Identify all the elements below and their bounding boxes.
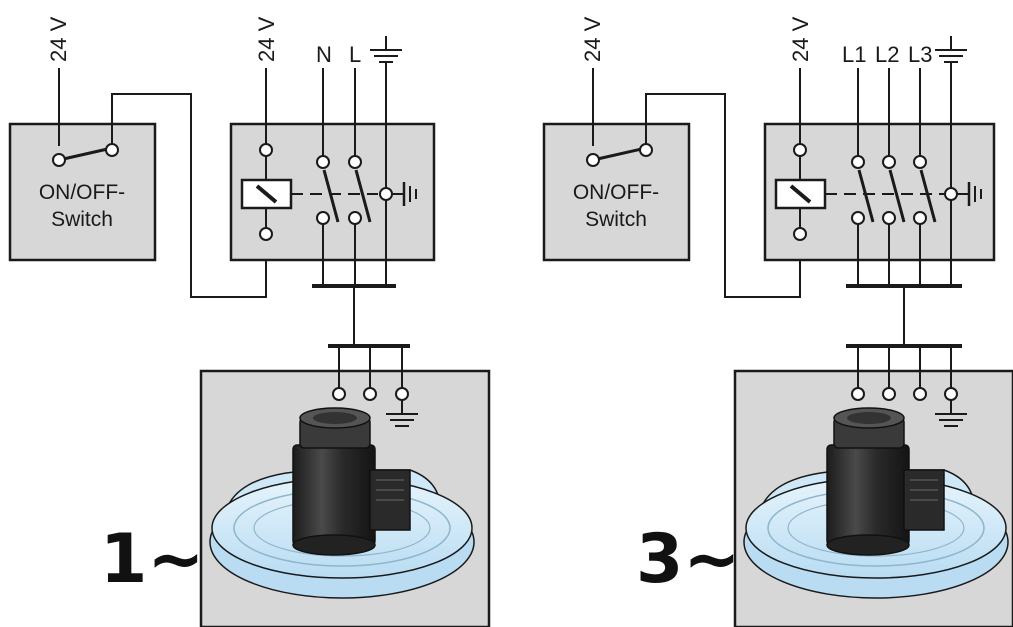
phase-label: 1~: [100, 520, 204, 599]
switch-label-line1: ON/OFF-: [573, 181, 659, 204]
line-label-l2: L2: [875, 42, 899, 67]
control-wire: [111, 93, 267, 298]
phase-label: 3~: [636, 520, 740, 599]
line-label-l: L: [349, 42, 361, 67]
three-phase-diagram: 24 V 24 V L1 L2 L3 ON/OFF- Switch: [542, 16, 1013, 627]
ground-icon: [935, 36, 967, 63]
relay-coil-icon: [240, 178, 293, 210]
line-label-l1: L1: [842, 42, 866, 67]
line-label-n: N: [316, 42, 332, 67]
on-off-switch-box: [542, 122, 691, 262]
contactor-voltage-label: 24 V: [788, 16, 813, 62]
ground-icon: [935, 400, 967, 427]
switch-label-line1: ON/OFF-: [39, 181, 125, 204]
ground-icon: [370, 36, 402, 63]
ground-icon: [386, 400, 418, 427]
switch-voltage-label: 24 V: [46, 16, 71, 62]
control-wire: [645, 93, 801, 298]
chassis-ground-icon: [957, 182, 982, 206]
contactor-voltage-label: 24 V: [254, 16, 279, 62]
on-off-switch-box: [8, 122, 157, 262]
switch-contact-icon: [52, 68, 119, 167]
line-label-l3: L3: [908, 42, 932, 67]
motor-icon: [292, 407, 411, 556]
switch-label-line2: Switch: [585, 208, 647, 231]
switch-label-line2: Switch: [51, 208, 113, 231]
motor-icon: [826, 407, 945, 556]
relay-coil-icon: [774, 178, 827, 210]
switch-voltage-label: 24 V: [580, 16, 605, 62]
chassis-ground-icon: [392, 182, 417, 206]
single-phase-diagram: 24 V 24 V N L ON/OFF- Switch: [8, 16, 491, 627]
